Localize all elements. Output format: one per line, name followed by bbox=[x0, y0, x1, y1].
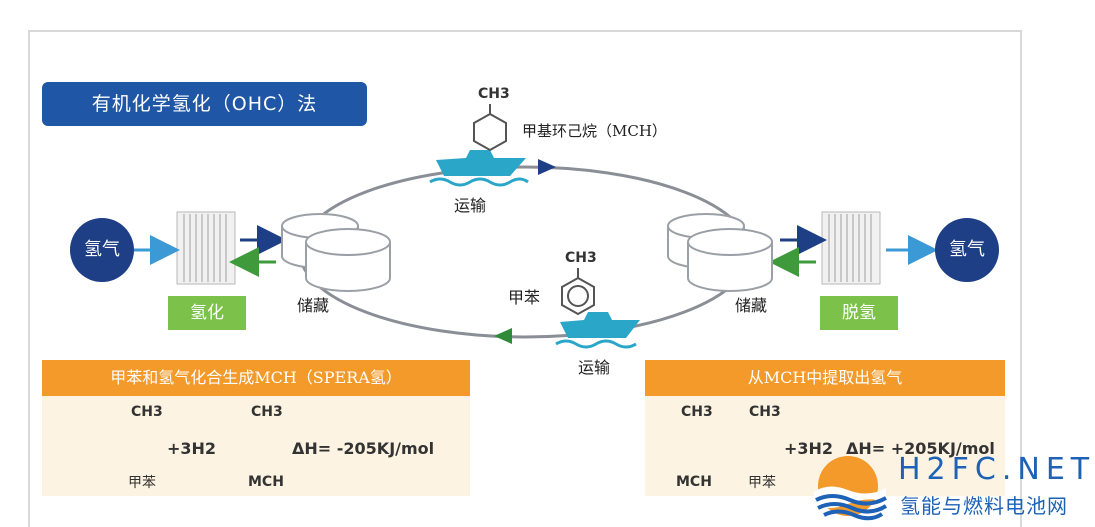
storage-label-right: 储藏 bbox=[735, 296, 768, 315]
loop-arrow-bottom bbox=[494, 328, 512, 344]
top-molecule-label: 甲基环己烷（MCH） bbox=[522, 122, 667, 140]
bottom-molecule-group: CH3 bbox=[565, 250, 597, 266]
right-reagent: +3H2 bbox=[784, 439, 834, 458]
right-reactant-group: CH3 bbox=[681, 404, 713, 420]
left-panel-body bbox=[42, 396, 470, 496]
hydrogen-output-node: 氢气 bbox=[935, 218, 999, 282]
transport-label-bottom: 运输 bbox=[578, 358, 611, 377]
hydrogenation-reactor bbox=[176, 211, 236, 285]
dehydrogenation-label: 脱氢 bbox=[820, 296, 898, 330]
loop-arrow-top bbox=[538, 159, 556, 175]
watermark-subtitle: 氢能与燃料电池网 bbox=[900, 494, 1068, 518]
storage-tanks-right bbox=[667, 213, 773, 292]
right-reactant-name: MCH bbox=[676, 474, 712, 490]
storage-label-left: 储藏 bbox=[297, 296, 330, 315]
right-product-group: CH3 bbox=[749, 404, 781, 420]
left-reactant-group: CH3 bbox=[131, 404, 163, 420]
left-enthalpy: ΔH= -205KJ/mol bbox=[292, 439, 435, 458]
storage-tanks-left bbox=[281, 213, 391, 292]
right-product-name: 甲苯 bbox=[748, 475, 776, 491]
hydrogen-input-node: 氢气 bbox=[70, 218, 134, 282]
right-enthalpy: ΔH= +205KJ/mol bbox=[846, 439, 995, 458]
bottom-toluene-structure bbox=[561, 268, 595, 316]
ship-top bbox=[429, 150, 529, 187]
top-molecule-group: CH3 bbox=[478, 86, 510, 102]
watermark-brand: H2FC.NET bbox=[898, 452, 1095, 487]
watermark-logo-icon bbox=[814, 456, 888, 521]
left-product-name: MCH bbox=[248, 474, 284, 490]
left-panel-header: 甲苯和氢气化合生成MCH（SPERA氢） bbox=[42, 360, 470, 396]
transport-label-top: 运输 bbox=[454, 196, 487, 215]
right-panel-header: 从MCH中提取出氢气 bbox=[645, 360, 1005, 396]
top-mch-structure bbox=[473, 104, 507, 152]
hydrogenation-label: 氢化 bbox=[168, 296, 246, 330]
left-reagent: +3H2 bbox=[167, 439, 217, 458]
diagram-title: 有机化学氢化（OHC）法 bbox=[42, 82, 367, 126]
left-product-group: CH3 bbox=[251, 404, 283, 420]
ship-bottom bbox=[555, 312, 640, 349]
left-reactant-name: 甲苯 bbox=[128, 475, 156, 491]
dehydrogenation-reactor bbox=[821, 211, 881, 285]
bottom-molecule-label: 甲苯 bbox=[508, 288, 541, 307]
